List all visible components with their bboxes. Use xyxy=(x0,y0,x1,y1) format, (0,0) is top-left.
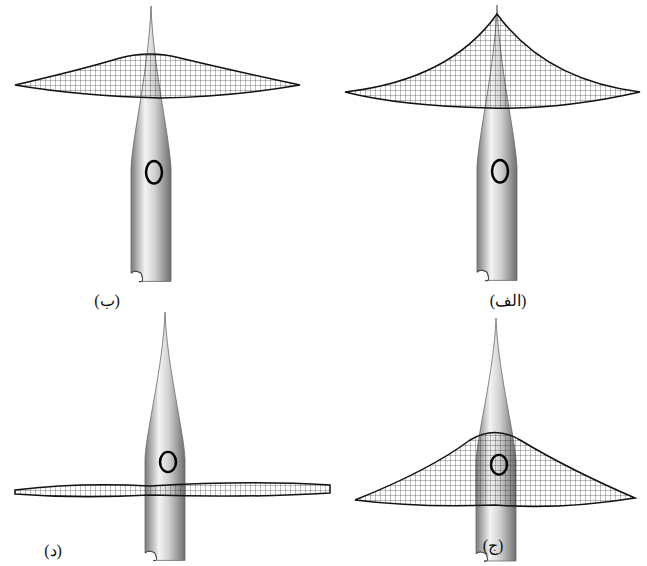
mesh-surface xyxy=(15,54,300,98)
mesh-surface xyxy=(355,433,635,507)
panel-label: (د) xyxy=(44,541,62,560)
mesh-surface xyxy=(345,14,640,108)
panel-label: (ب) xyxy=(94,291,120,310)
projectile xyxy=(131,6,171,282)
panel-label: (الف) xyxy=(490,291,527,310)
mesh-surface xyxy=(15,483,330,497)
projectile xyxy=(145,312,185,561)
panel-label: (ج) xyxy=(483,536,504,555)
